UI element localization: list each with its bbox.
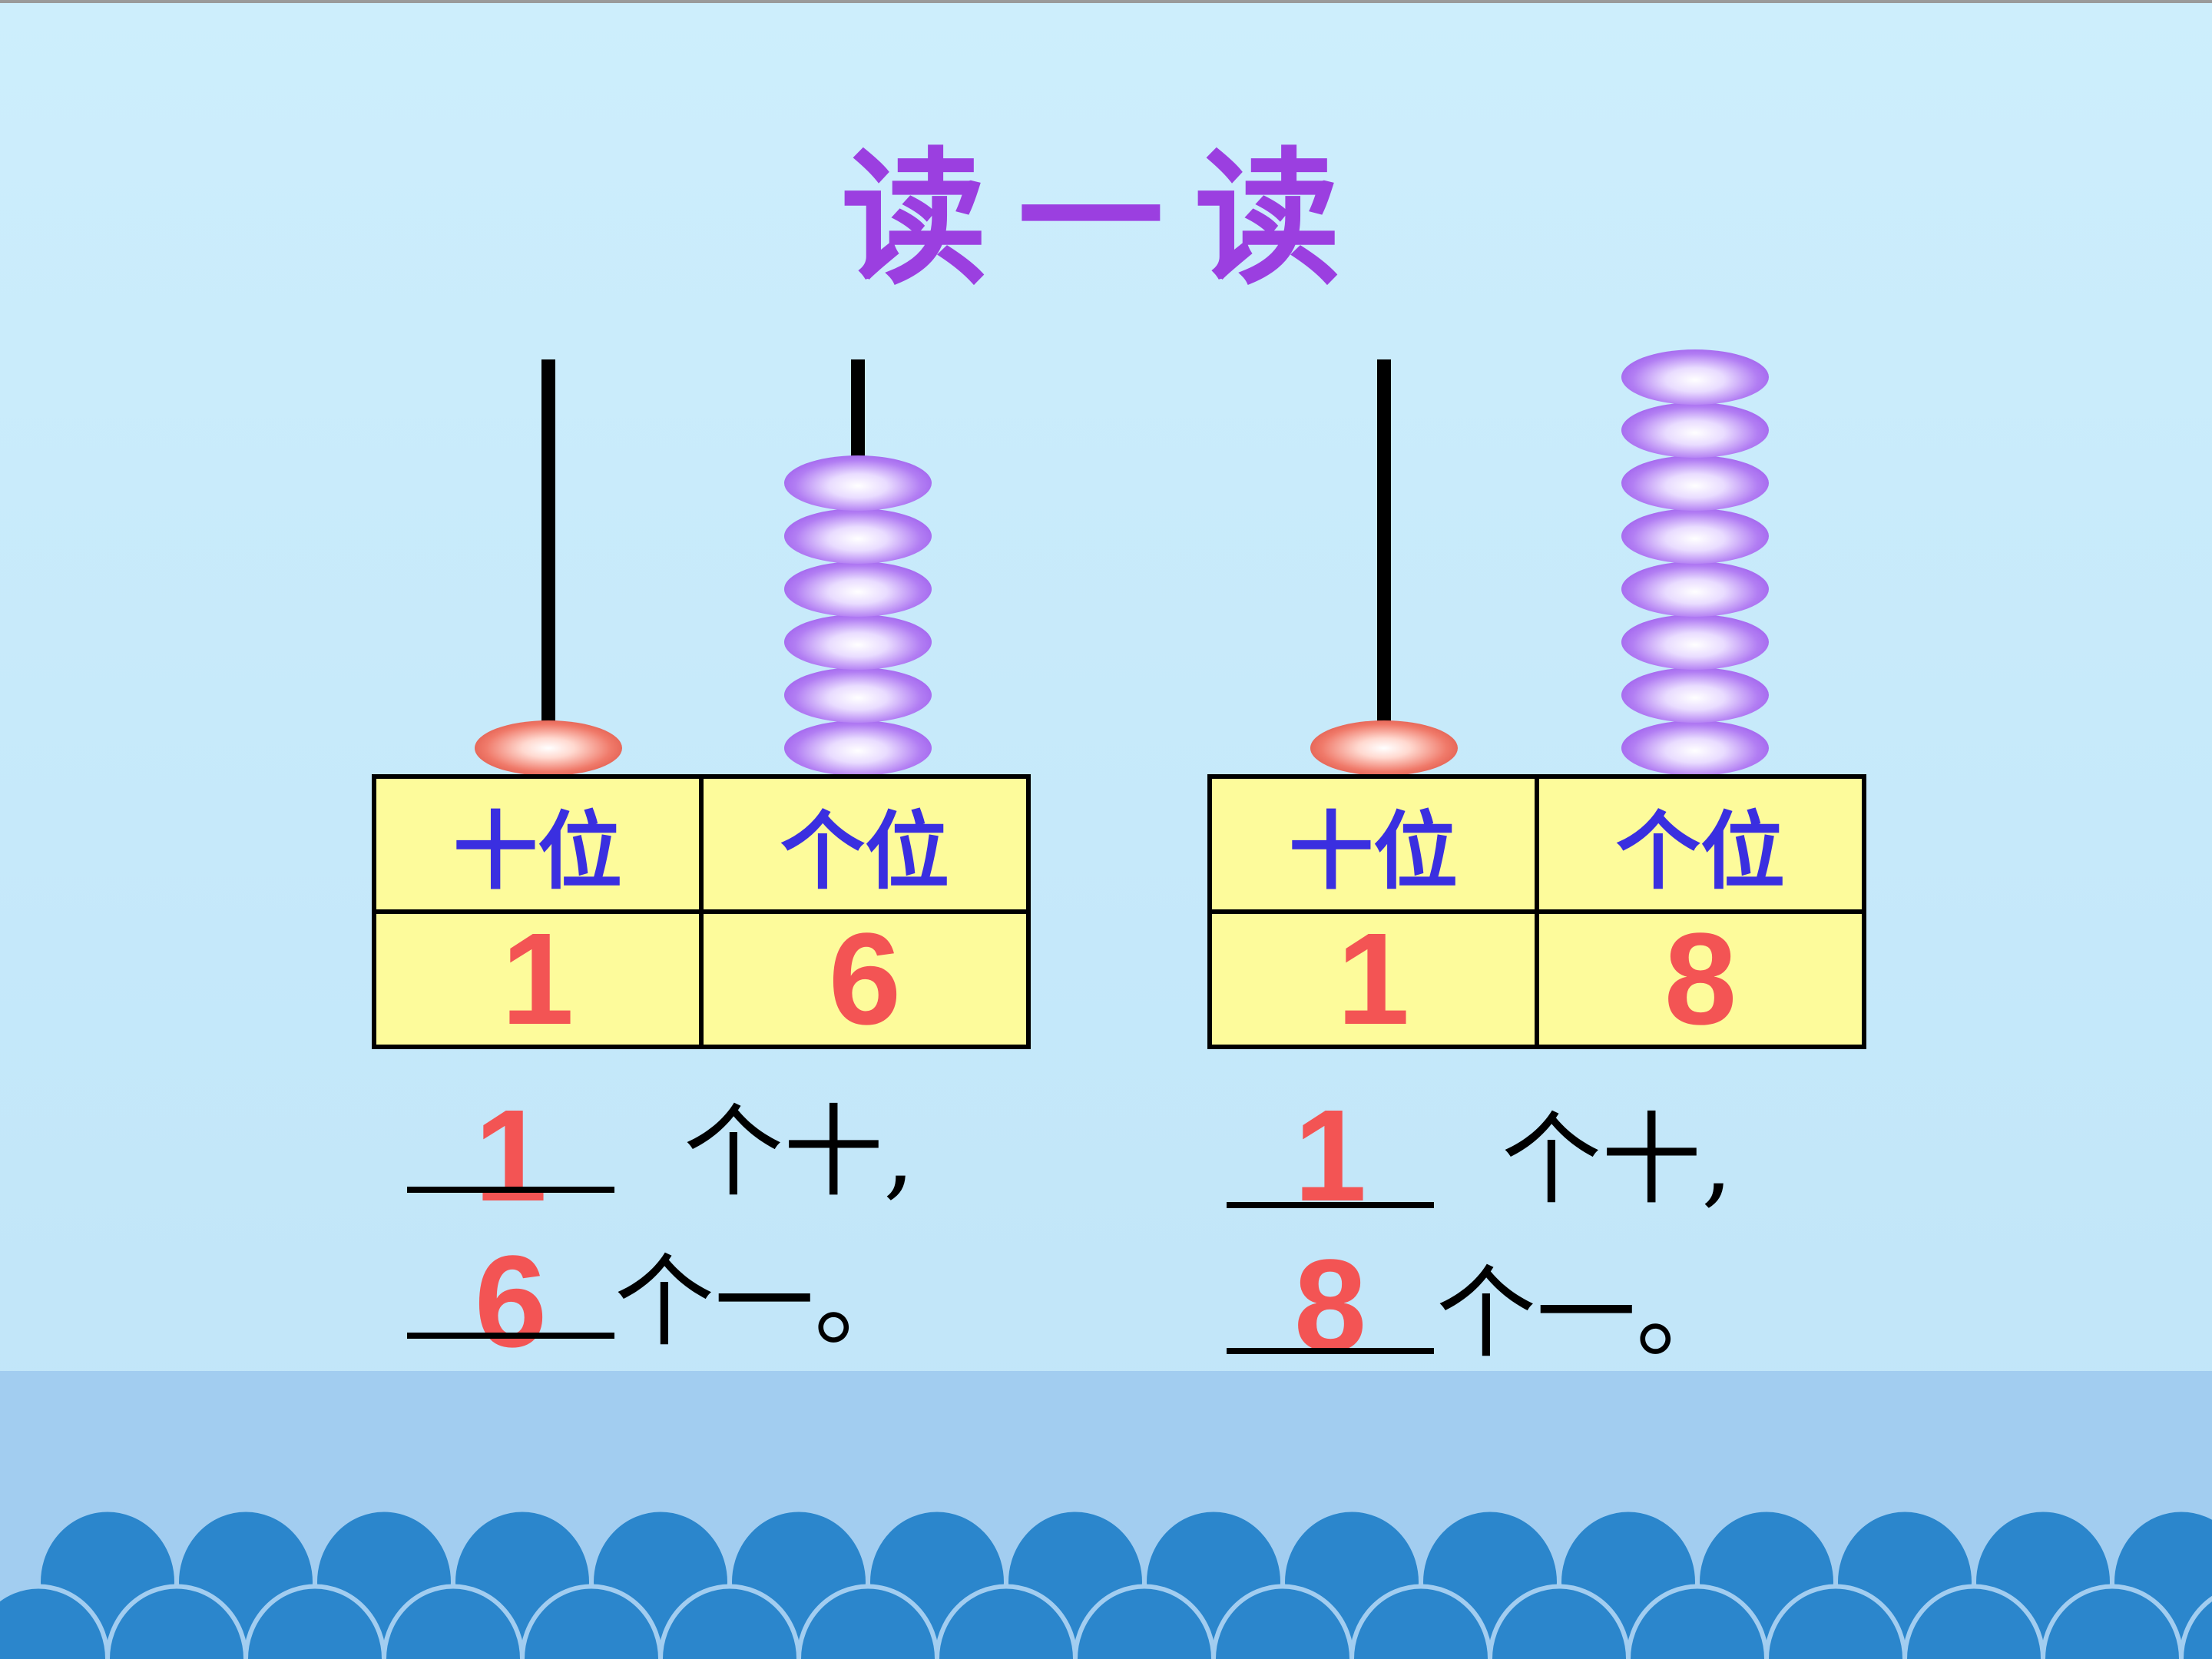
ones-value: 6 <box>699 909 1031 1049</box>
wave-scallop <box>382 1584 525 1659</box>
tens-bead <box>475 720 622 776</box>
ones-value: 8 <box>1535 909 1866 1049</box>
ones-bead <box>1621 508 1769 564</box>
wave-scallop <box>2179 1595 2212 1659</box>
tens-value: 1 <box>1207 909 1539 1049</box>
answer-tens-right: 1 <box>1293 1083 1367 1229</box>
wave-scallop <box>1488 1584 1631 1659</box>
ones-bead <box>1621 667 1769 723</box>
page-title: 读一读 <box>840 133 1371 304</box>
ones-bead <box>1621 349 1769 405</box>
wave-scallop <box>105 1584 248 1659</box>
wave-scallop <box>1073 1584 1216 1659</box>
wave-scallop <box>935 1584 1078 1659</box>
wave-scallop <box>658 1584 801 1659</box>
place-value-table-left: 十位 个位 1 6 <box>372 774 1031 1049</box>
ones-bead <box>784 614 932 670</box>
ones-header: 个位 <box>1535 774 1866 914</box>
wave-scallop <box>0 1584 110 1659</box>
answer-blank-ones-left <box>407 1333 614 1339</box>
answer-blank-tens-right <box>1227 1202 1434 1208</box>
ones-bead <box>784 455 932 511</box>
ones-bead <box>784 561 932 617</box>
ones-bead <box>1621 402 1769 458</box>
answer-blank-tens-left <box>407 1187 614 1193</box>
wave-decoration <box>0 1507 2212 1659</box>
tens-value: 1 <box>372 909 704 1049</box>
ones-header: 个位 <box>699 774 1031 914</box>
sentence-tens-right: 个十, <box>1502 1101 1734 1218</box>
top-border <box>0 0 2212 3</box>
answer-tens-left: 1 <box>474 1083 548 1229</box>
wave-scallop <box>1764 1584 1907 1659</box>
wave-scallop <box>243 1584 386 1659</box>
tens-rod <box>1377 359 1391 722</box>
wave-scallop <box>1626 1584 1769 1659</box>
wave-scallop <box>1349 1584 1492 1659</box>
sentence-ones-right: 个一。 <box>1436 1255 1737 1372</box>
tens-header: 十位 <box>1207 774 1539 914</box>
wave-scallop <box>1902 1584 2045 1659</box>
tens-rod <box>541 359 555 722</box>
ones-bead <box>1621 720 1769 776</box>
wave-scallop <box>2041 1584 2184 1659</box>
ones-rod <box>851 359 865 459</box>
tens-bead <box>1310 720 1458 776</box>
wave-scallop <box>796 1584 939 1659</box>
ones-bead <box>784 720 932 776</box>
ones-bead <box>1621 614 1769 670</box>
wave-scallop <box>1211 1584 1354 1659</box>
ones-bead <box>1621 561 1769 617</box>
place-value-table-right: 十位 个位 1 8 <box>1207 774 1866 1049</box>
ones-bead <box>784 667 932 723</box>
answer-ones-left: 6 <box>474 1229 548 1375</box>
tens-header: 十位 <box>372 774 704 914</box>
wave-scallop <box>520 1584 663 1659</box>
sentence-tens-left: 个十, <box>684 1094 916 1210</box>
ones-bead <box>1621 455 1769 511</box>
ones-bead <box>784 508 932 564</box>
answer-blank-ones-right <box>1227 1348 1434 1354</box>
sentence-ones-left: 个一。 <box>614 1243 915 1360</box>
